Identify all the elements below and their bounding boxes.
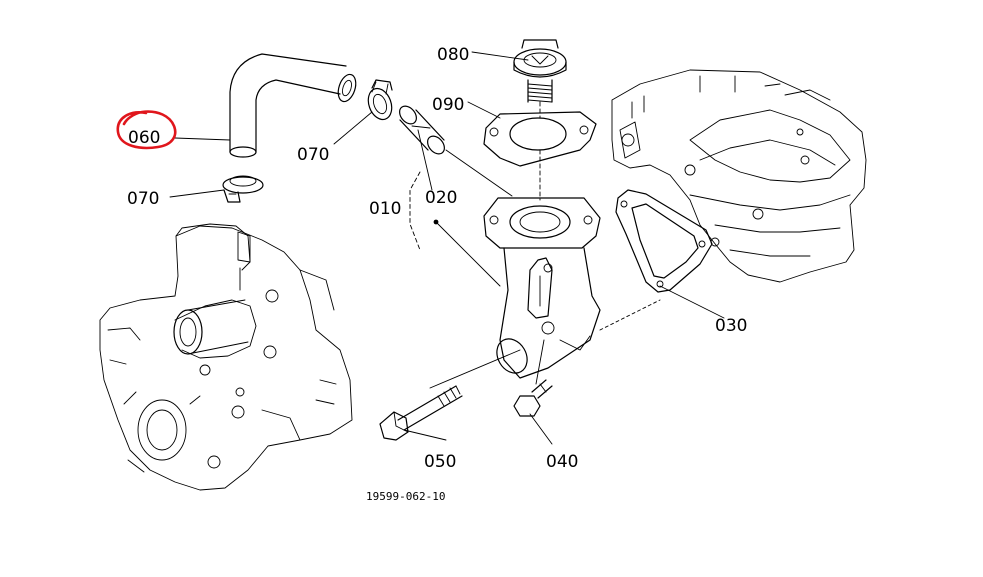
- label-030[interactable]: 030: [715, 316, 747, 336]
- water-pump-illustration: [99, 223, 353, 491]
- bypass-pipe-020[interactable]: [396, 103, 448, 157]
- water-fitting-010[interactable]: [483, 197, 601, 379]
- label-070-lower[interactable]: 070: [127, 189, 159, 209]
- leader-lines: [169, 51, 725, 445]
- label-070-upper[interactable]: 070: [297, 145, 329, 165]
- bolt-050[interactable]: [379, 385, 463, 441]
- label-050[interactable]: 050: [424, 452, 456, 472]
- highlight-circle-060: [116, 110, 177, 150]
- hose-clamp-070-lower[interactable]: [222, 175, 264, 203]
- drawing-code: 19599-062-10: [366, 490, 445, 503]
- hose-clamp-070-upper[interactable]: [364, 79, 396, 123]
- engine-block-illustration: [611, 69, 867, 283]
- thermostat-080[interactable]: [513, 39, 567, 103]
- label-090[interactable]: 090: [432, 95, 464, 115]
- label-040[interactable]: 040: [546, 452, 578, 472]
- gasket-030[interactable]: [615, 189, 713, 293]
- hose-060[interactable]: [229, 53, 359, 158]
- part-labels: 080 090 070 060 070 020 010 030 050 040 …: [127, 45, 747, 503]
- label-060[interactable]: 060: [128, 128, 160, 148]
- label-010[interactable]: 010: [369, 199, 401, 219]
- label-080[interactable]: 080: [437, 45, 469, 65]
- bolt-040[interactable]: [513, 379, 553, 417]
- label-020[interactable]: 020: [425, 188, 457, 208]
